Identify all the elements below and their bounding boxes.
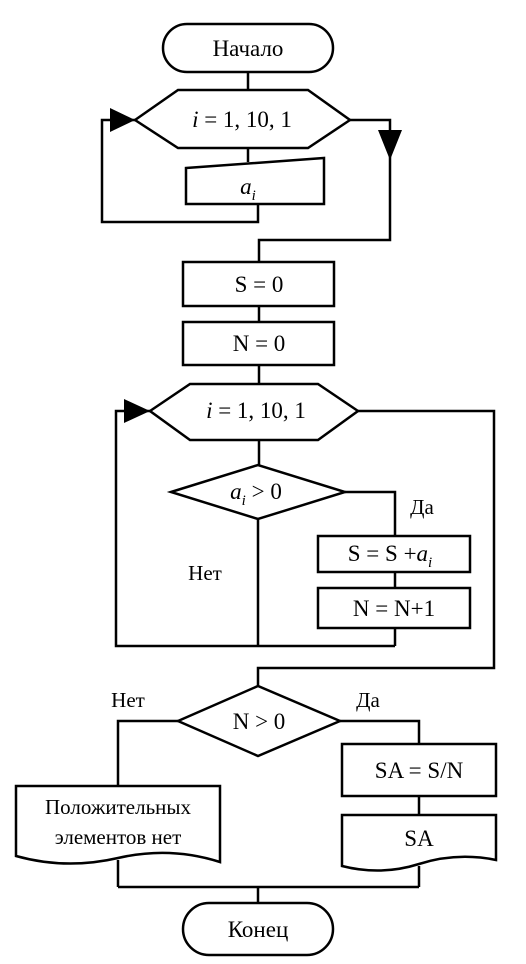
cond1-yes-label: Да xyxy=(410,495,434,519)
connector-cond2-no xyxy=(116,719,178,786)
s-init-block: S = 0 xyxy=(181,260,336,308)
n-update-block: N = N+1 xyxy=(316,586,472,630)
start-terminal: Начало xyxy=(161,22,335,74)
s-init-label: S = 0 xyxy=(235,272,284,297)
output-label: SA xyxy=(404,826,434,851)
message-line2: элементов нет xyxy=(55,825,182,849)
cond2-no-label: Нет xyxy=(111,688,145,712)
end-label: Конец xyxy=(228,917,289,942)
cond1-no-label: Нет xyxy=(188,561,222,585)
connector-cond1-yes xyxy=(345,490,397,536)
loop2-label: i = 1, 10, 1 xyxy=(206,398,306,423)
arrow-loop1-exit xyxy=(378,130,402,160)
avg-label: SA = S/N xyxy=(375,758,464,783)
message-line1: Положительных xyxy=(45,795,191,819)
avg-block: SA = S/N xyxy=(340,742,498,798)
s-update-block: S = S +ai xyxy=(316,534,472,574)
connector-loop1-exit xyxy=(257,118,392,262)
connector-loop2-exit xyxy=(256,409,496,686)
end-terminal: Конец xyxy=(181,901,335,957)
output-document: SA xyxy=(340,813,498,872)
connector-cond2-yes xyxy=(340,719,421,744)
n-init-label: N = 0 xyxy=(233,331,286,356)
start-label: Начало xyxy=(213,36,284,61)
cond2-yes-label: Да xyxy=(356,688,380,712)
connectors xyxy=(100,72,496,903)
input-block: ai xyxy=(184,156,326,206)
arrow-loop1-return xyxy=(110,108,135,132)
loop2-hexagon: i = 1, 10, 1 xyxy=(147,382,361,442)
loop1-hexagon: i = 1, 10, 1 xyxy=(132,88,353,150)
n-update-label: N = N+1 xyxy=(353,596,435,621)
input-label: ai xyxy=(240,174,256,204)
cond2-diamond: N > 0 xyxy=(174,684,344,758)
cond1-diamond: ai > 0 xyxy=(166,463,350,521)
cond2-label: N > 0 xyxy=(233,709,286,734)
message-document: Положительных элементов нет xyxy=(14,784,222,865)
cond1-label: ai > 0 xyxy=(230,479,282,509)
s-update-label: S = S +ai xyxy=(348,541,432,571)
arrow-loop2-return xyxy=(124,399,150,423)
loop1-label: i = 1, 10, 1 xyxy=(192,107,292,132)
n-init-block: N = 0 xyxy=(181,320,336,367)
